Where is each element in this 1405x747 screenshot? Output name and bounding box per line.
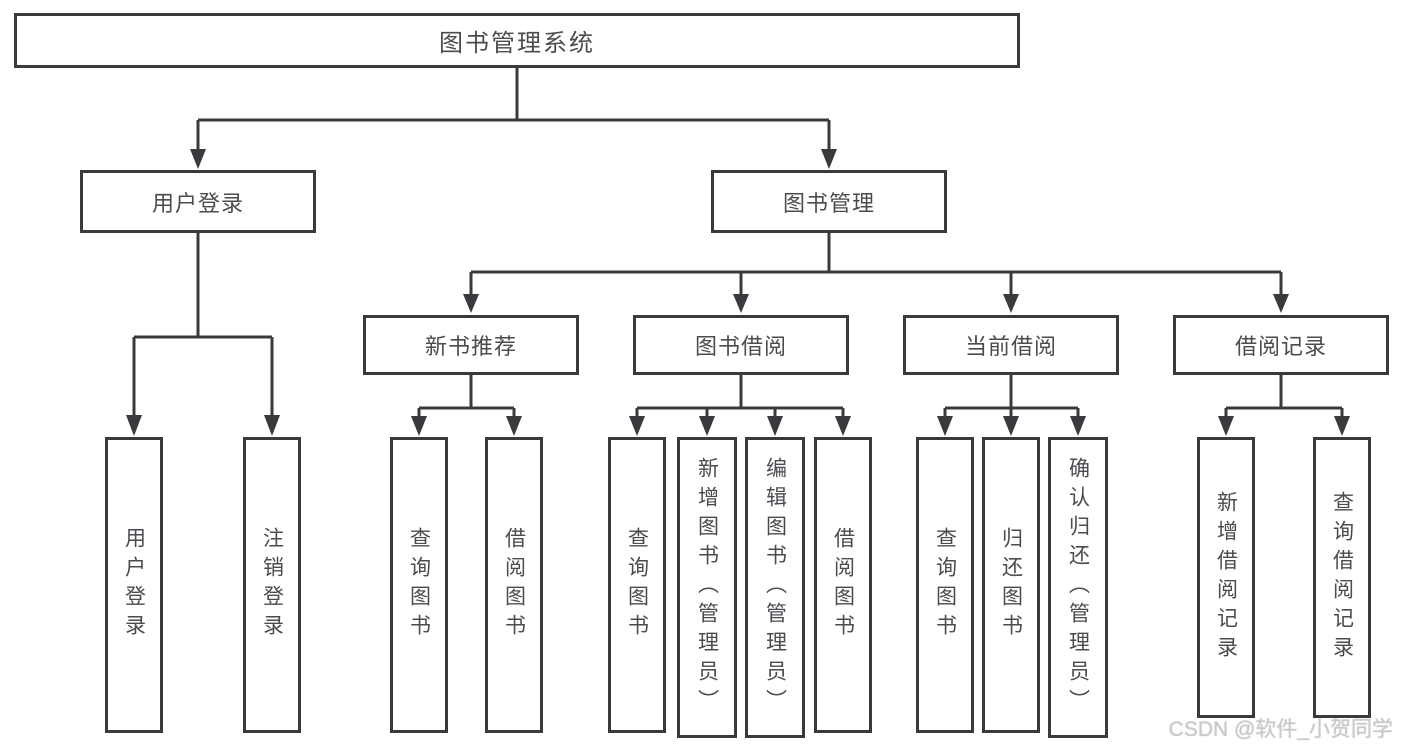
node-label: 查询图书 — [407, 527, 431, 643]
node-current-borrowing: 当前借阅 — [903, 315, 1119, 375]
node-new-book-recommendation: 新书推荐 — [363, 315, 579, 375]
leaf-query-books-current: 查询图书 — [916, 437, 974, 733]
node-label: 图书管理系统 — [439, 30, 595, 57]
node-label: 查询图书 — [933, 527, 957, 643]
node-label: 新增借阅记录 — [1214, 490, 1238, 665]
leaf-query-books-recommend: 查询图书 — [390, 437, 448, 733]
leaf-user-login: 用户登录 — [105, 437, 163, 733]
node-label: 归还图书 — [999, 527, 1023, 643]
node-label: 注销登录 — [260, 527, 284, 643]
node-book-borrowing: 图书借阅 — [633, 315, 849, 375]
node-user-login-branch: 用户登录 — [80, 170, 316, 233]
leaf-query-borrow-record: 查询借阅记录 — [1313, 437, 1371, 718]
node-label: 新增图书（管理员） — [695, 457, 719, 718]
node-label: 图书借阅 — [694, 334, 787, 359]
node-label: 用户登录 — [151, 190, 244, 216]
node-label: 查询图书 — [625, 527, 649, 643]
node-label: 借阅图书 — [502, 527, 526, 643]
node-book-management: 图书管理 — [711, 170, 947, 233]
leaf-borrow-books: 借阅图书 — [814, 437, 872, 733]
leaf-query-books-borrow: 查询图书 — [608, 437, 666, 733]
node-label: 当前借阅 — [964, 334, 1057, 359]
node-label: 查询借阅记录 — [1330, 490, 1354, 665]
node-library-management-system: 图书管理系统 — [14, 13, 1020, 68]
node-label: 借阅图书 — [831, 527, 855, 643]
leaf-logout: 注销登录 — [243, 437, 301, 733]
node-label: 编辑图书（管理员） — [763, 457, 787, 718]
node-label: 借阅记录 — [1234, 334, 1327, 359]
leaf-add-borrow-record: 新增借阅记录 — [1197, 437, 1255, 718]
arrowhead-group — [126, 149, 1350, 436]
node-label: 图书管理 — [782, 190, 875, 216]
node-label: 确认归还（管理员） — [1066, 457, 1090, 718]
leaf-add-books-admin: 新增图书（管理员） — [677, 437, 737, 738]
leaf-edit-books-admin: 编辑图书（管理员） — [745, 437, 805, 738]
leaf-confirm-return-admin: 确认归还（管理员） — [1048, 437, 1108, 738]
node-borrowing-records: 借阅记录 — [1173, 315, 1389, 375]
leaf-borrow-books-recommend: 借阅图书 — [485, 437, 543, 733]
leaf-return-books: 归还图书 — [982, 437, 1040, 733]
node-label: 新书推荐 — [424, 334, 517, 359]
node-label: 用户登录 — [122, 527, 146, 643]
